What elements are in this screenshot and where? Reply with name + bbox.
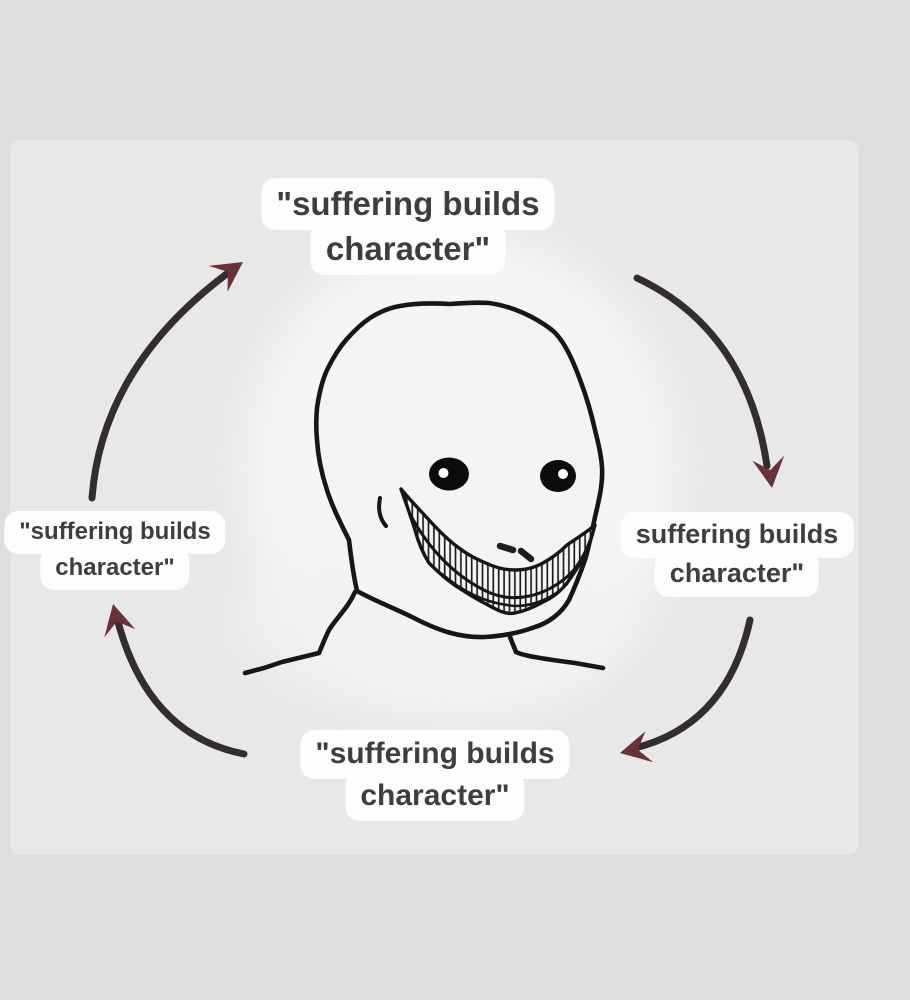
curved-arrow-right-to-bottom-icon (616, 616, 754, 770)
wojak-face-drawing (242, 300, 606, 676)
curved-arrow-left-to-top-icon (88, 248, 252, 502)
caption-top-line1: "suffering builds (261, 178, 555, 230)
caption-left-line2: character" (40, 547, 190, 590)
right-shoulder-line (507, 634, 606, 671)
left-eye (429, 457, 469, 491)
caption-bottom-line2: character" (345, 772, 525, 821)
left-eye-highlight (438, 468, 449, 478)
right-eye (540, 460, 576, 492)
caption-left-line1: "suffering builds (4, 511, 226, 554)
caption-bottom-line1: "suffering builds (300, 730, 570, 779)
nose (496, 542, 535, 563)
caption-right-line1: suffering builds (620, 512, 854, 558)
curved-arrow-top-to-right-icon (633, 274, 789, 491)
caption-top: "suffering builds character" (261, 178, 555, 275)
curved-arrow-bottom-to-left-icon (96, 600, 248, 758)
lower-lip-line (440, 572, 569, 608)
caption-left: "suffering builds character" (4, 511, 226, 590)
cheek-line (377, 496, 388, 528)
right-eye-highlight (558, 469, 568, 479)
caption-top-line2: character" (310, 223, 506, 275)
meme-image: "suffering builds character" suffering b… (4, 140, 858, 855)
caption-bottom: "suffering builds character" (300, 730, 570, 821)
caption-right: suffering builds character" (620, 512, 854, 597)
meme-drawing (88, 235, 789, 770)
teeth-mid-line (408, 512, 593, 600)
left-shoulder-line (242, 589, 358, 676)
meme-scene: "suffering builds character" suffering b… (4, 140, 858, 855)
eyes (429, 457, 576, 492)
caption-right-line2: character" (654, 551, 820, 597)
